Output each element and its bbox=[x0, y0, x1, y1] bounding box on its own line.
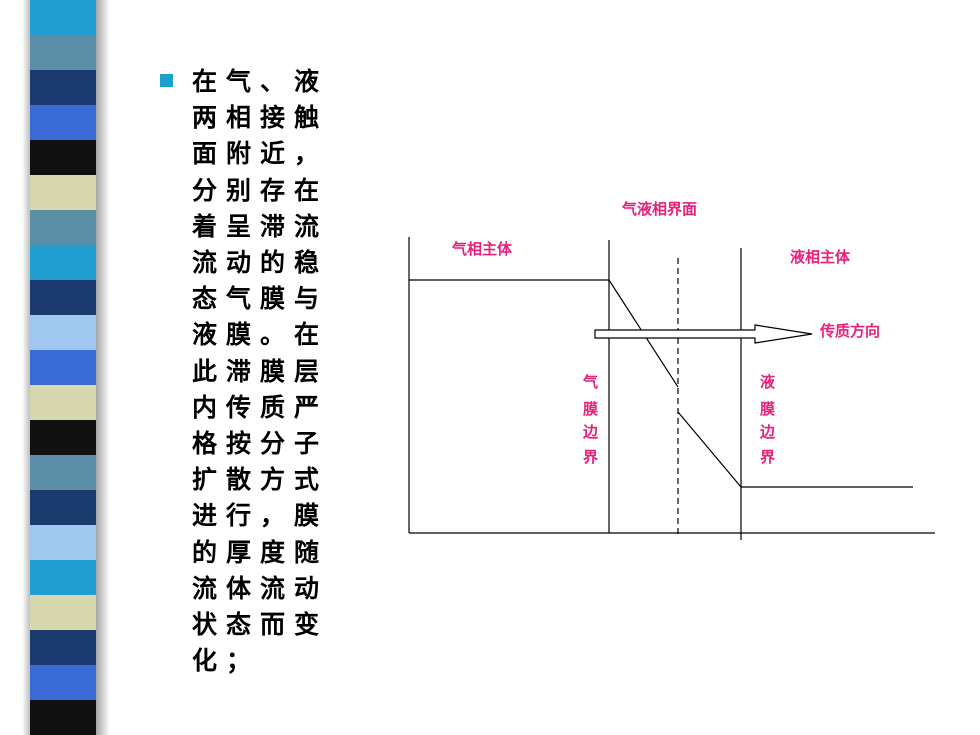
decorative-stripe-bar bbox=[30, 0, 96, 735]
interface-label: 气液相界面 bbox=[621, 200, 697, 218]
liquid-film-boundary-char: 膜 bbox=[760, 400, 775, 418]
decorative-stripe bbox=[30, 630, 96, 666]
decorative-stripe bbox=[30, 455, 96, 491]
bullet-line: 着呈滞流 bbox=[192, 211, 329, 241]
bullet-line: 在气、液 bbox=[192, 67, 329, 96]
decorative-stripe bbox=[30, 560, 96, 596]
bullet-line: 液膜。在 bbox=[192, 320, 329, 350]
decorative-stripe bbox=[30, 420, 96, 456]
decorative-stripe bbox=[30, 595, 96, 631]
decorative-stripe bbox=[30, 350, 96, 386]
bullet-line: 格按分子 bbox=[192, 429, 329, 459]
gas-film-boundary-char: 气 bbox=[582, 373, 598, 391]
bullet-line: 状态而变 bbox=[192, 610, 329, 640]
transfer-direction-arrow bbox=[594, 324, 813, 344]
stripe-shadow-left bbox=[22, 0, 30, 735]
decorative-stripe bbox=[30, 490, 96, 526]
decorative-stripe bbox=[30, 105, 96, 141]
bullet-line: 进行，膜 bbox=[192, 501, 329, 531]
decorative-stripe bbox=[30, 70, 96, 106]
bullet-line: 面附近， bbox=[192, 139, 329, 169]
bullet-line: 两相接触 bbox=[192, 103, 329, 133]
decorative-stripe bbox=[30, 35, 96, 71]
bullet-line: 的厚度随 bbox=[192, 537, 329, 567]
decorative-stripe bbox=[30, 665, 96, 701]
liquid-film-boundary-char: 液 bbox=[760, 373, 776, 391]
decorative-stripe bbox=[30, 140, 96, 176]
bullet-line: 化； bbox=[192, 646, 261, 676]
stripe-shadow bbox=[96, 0, 110, 735]
liquid-film-boundary-char: 界 bbox=[760, 448, 775, 466]
gas-concentration-profile bbox=[409, 279, 679, 388]
bullet-line: 流动的稳 bbox=[192, 248, 329, 278]
decorative-stripe bbox=[30, 210, 96, 246]
bullet-paragraph: 在气、液 两相接触 面附近， 分别存在 着呈滞流 流动的稳 态气膜与 液膜。在 … bbox=[192, 64, 372, 679]
decorative-stripe bbox=[30, 280, 96, 316]
decorative-stripe bbox=[30, 700, 96, 735]
liquid-concentration-profile bbox=[677, 411, 913, 488]
decorative-stripe bbox=[30, 175, 96, 211]
bullet-line: 态气膜与 bbox=[192, 284, 329, 314]
transfer-direction-label: 传质方向 bbox=[819, 322, 880, 340]
decorative-stripe bbox=[30, 0, 96, 36]
bullet-marker bbox=[160, 74, 173, 87]
liquid-film-boundary-char: 边 bbox=[759, 423, 776, 441]
bullet-line: 内传质严 bbox=[192, 392, 329, 422]
gas-bulk-label: 气相主体 bbox=[451, 240, 513, 258]
bullet-line: 扩散方式 bbox=[192, 465, 329, 495]
decorative-stripe bbox=[30, 525, 96, 561]
decorative-stripe bbox=[30, 385, 96, 421]
gas-film-boundary-char: 边 bbox=[582, 423, 599, 441]
liquid-bulk-label: 液相主体 bbox=[790, 248, 851, 266]
decorative-stripe bbox=[30, 315, 96, 351]
bullet-line: 流体流动 bbox=[192, 573, 329, 603]
gas-film-boundary-char: 界 bbox=[583, 448, 598, 466]
bullet-line: 此滞膜层 bbox=[192, 356, 329, 386]
decorative-stripe bbox=[30, 245, 96, 281]
gas-film-boundary-char: 膜 bbox=[583, 400, 598, 418]
bullet-line: 分别存在 bbox=[192, 175, 329, 205]
